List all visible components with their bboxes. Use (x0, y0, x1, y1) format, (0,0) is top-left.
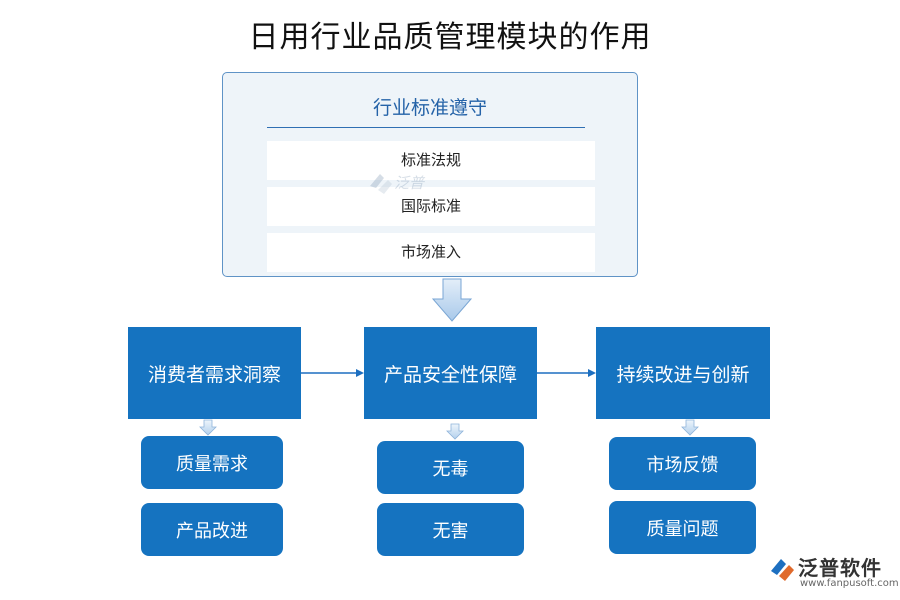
brand-name: 泛普软件 (798, 556, 882, 580)
non-toxic-box: 无毒 (377, 441, 524, 494)
brand-logo-icon (771, 559, 794, 581)
product-safety-box: 产品安全性保障 (364, 327, 537, 419)
continuous-improvement-box: 持续改进与创新 (596, 327, 770, 419)
panel-heading: 行业标准遵守 (372, 97, 487, 119)
page-title: 日用行业品质管理模块的作用 (248, 20, 652, 55)
industry-standards-panel: 行业标准遵守 标准法规 国际标准 市场准入 (222, 72, 638, 277)
quality-issues-box: 质量问题 (609, 501, 756, 554)
panel-item-standards-regulations: 标准法规 (267, 141, 595, 180)
watermark-logo-icon (370, 174, 392, 194)
market-feedback-box: 市场反馈 (609, 437, 756, 490)
quality-demand-box: 质量需求 (141, 436, 283, 489)
small-down-arrow-3 (681, 419, 699, 436)
watermark-text: 泛普 (394, 174, 425, 192)
horizontal-arrow-1 (301, 369, 364, 377)
product-improvement-box: 产品改进 (141, 503, 283, 556)
consumer-insight-box: 消费者需求洞察 (128, 327, 301, 419)
panel-item-international-standards: 国际标准 (267, 187, 595, 226)
panel-item-market-access: 市场准入 (267, 233, 595, 272)
big-down-arrow (431, 278, 473, 322)
harmless-box: 无害 (377, 503, 524, 556)
watermark: 泛普 (366, 168, 456, 208)
small-down-arrow-2 (446, 423, 464, 440)
brand-logo: 泛普软件 www.fanpusoft.com (768, 552, 899, 596)
small-down-arrow-1 (199, 419, 217, 436)
panel-divider (267, 127, 585, 128)
brand-url: www.fanpusoft.com (800, 578, 899, 589)
horizontal-arrow-2 (537, 369, 596, 377)
